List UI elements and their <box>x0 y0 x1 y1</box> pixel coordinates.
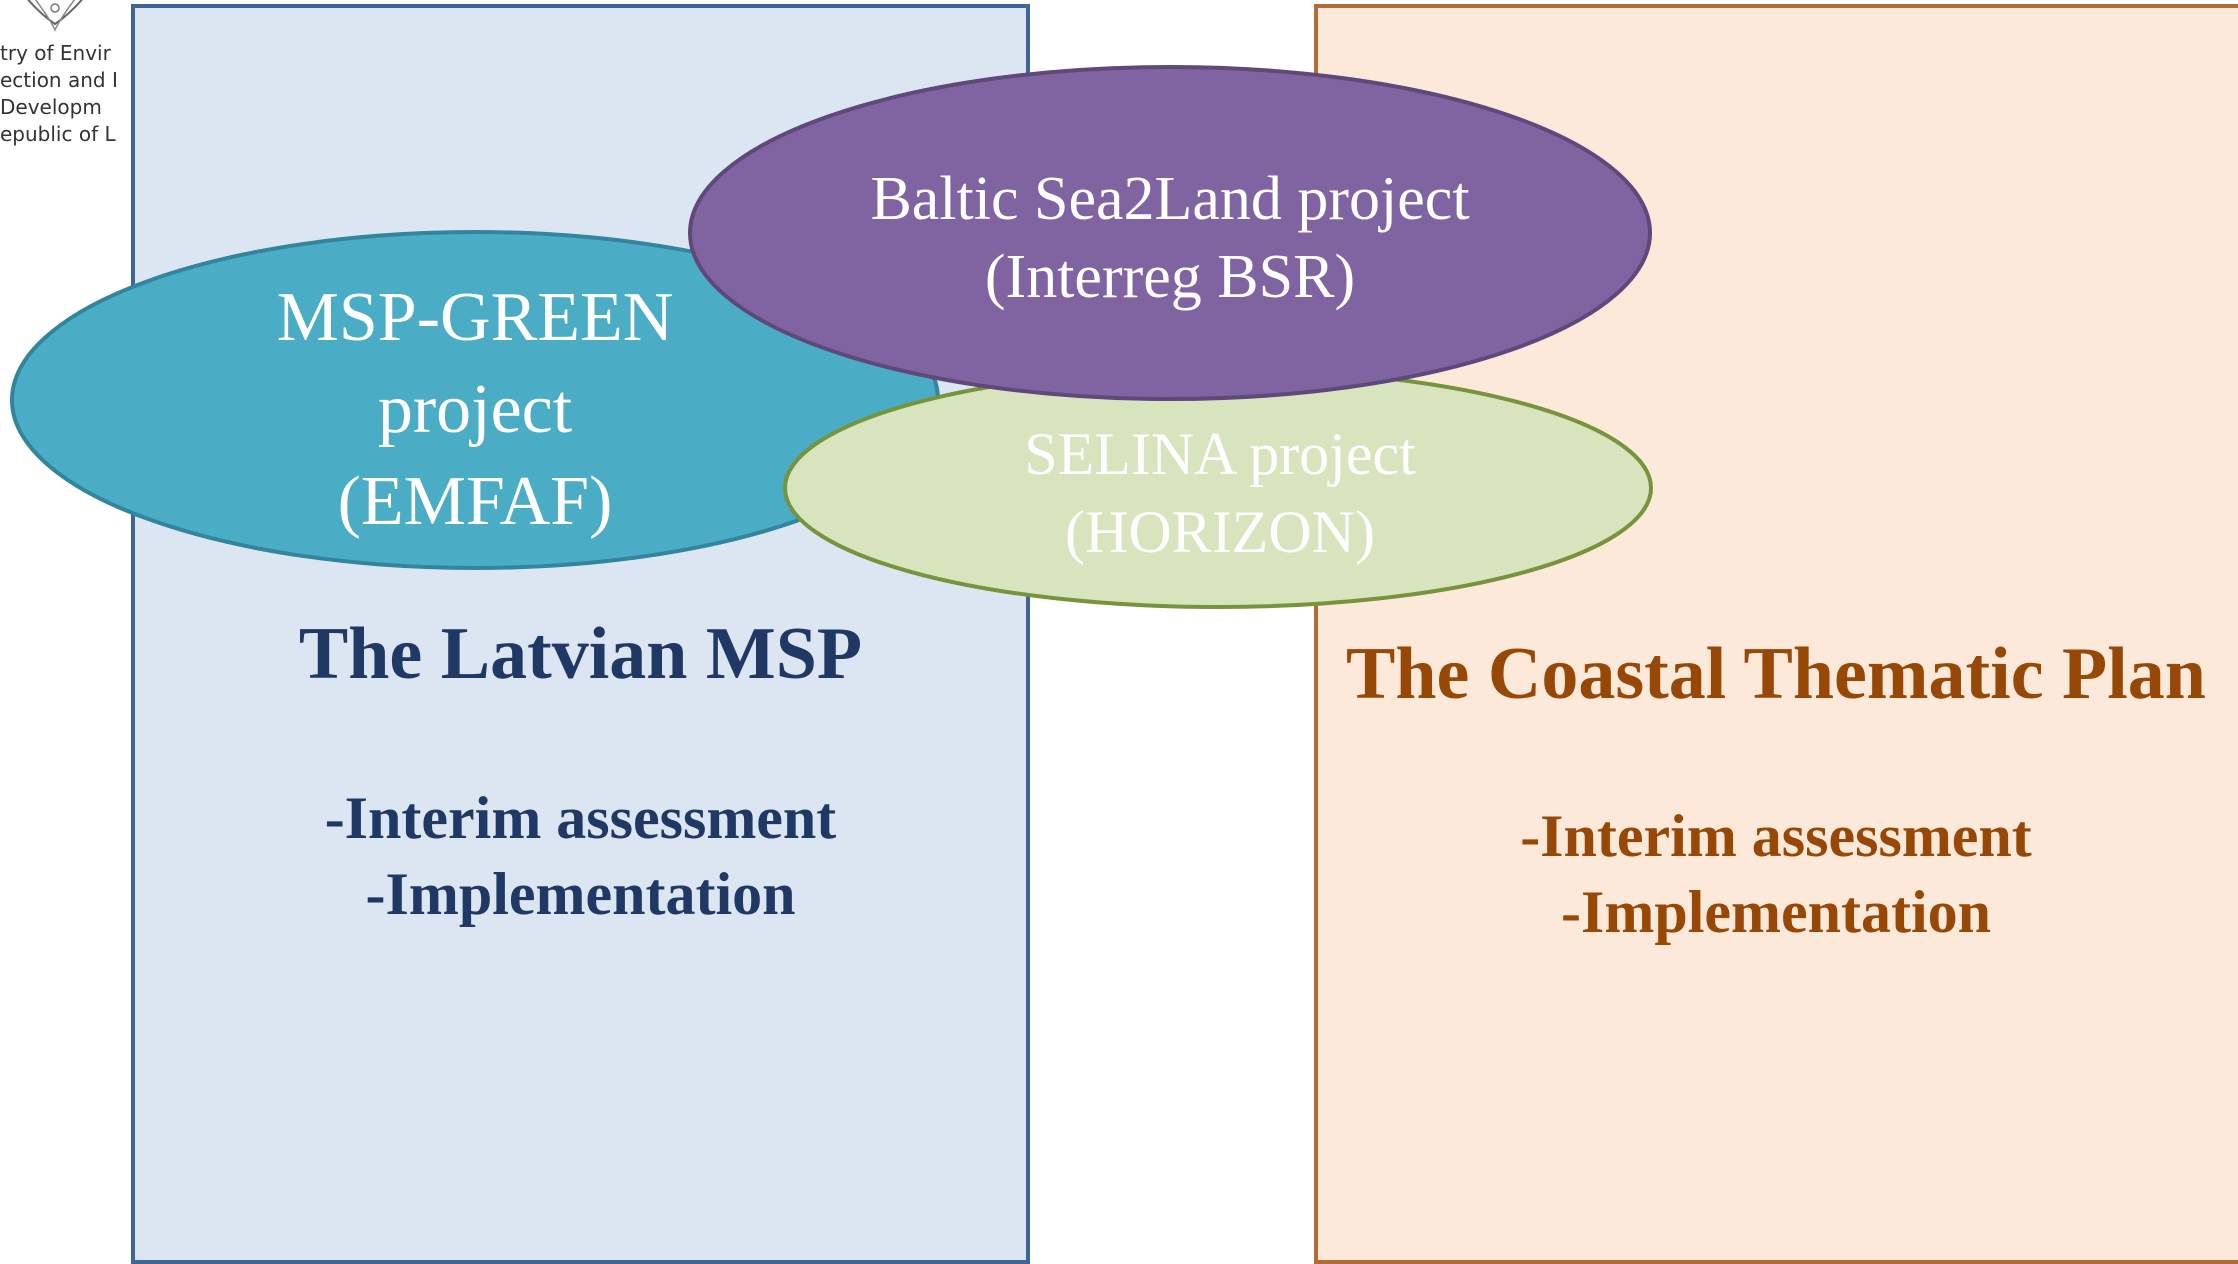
msp-green-line: MSP-GREEN <box>276 279 674 356</box>
baltic-sea2land-line: Baltic Sea2Land project <box>870 165 1470 233</box>
latvian-msp-title: The Latvian MSP <box>298 613 863 695</box>
baltic-sea2land-label: Baltic Sea2Land project (Interreg BSR) <box>720 160 1620 316</box>
latvian-msp-items: -Interim assessment -Implementation <box>131 780 1030 932</box>
logo-text: try of Envir ection and I Developm epubl… <box>0 40 130 160</box>
logo-line: ection and I <box>0 68 118 92</box>
latvian-msp-item: -Interim assessment <box>324 785 837 851</box>
baltic-sea2land-oval <box>688 65 1652 401</box>
msp-green-label: MSP-GREEN project (EMFAF) <box>210 272 740 548</box>
selina-label: SELINA project (HORIZON) <box>900 415 1540 571</box>
msp-green-line: project <box>377 371 573 448</box>
coastal-plan-items: -Interim assessment -Implementation <box>1314 798 2238 950</box>
selina-line: (HORIZON) <box>1065 499 1375 565</box>
logo-line: try of Envir <box>0 41 111 65</box>
coastal-plan-title: The Coastal Thematic Plan <box>1346 633 2206 715</box>
baltic-sea2land-line: (Interreg BSR) <box>984 243 1356 311</box>
msp-green-line: (EMFAF) <box>337 463 613 540</box>
selina-line: SELINA project <box>1024 421 1416 487</box>
coastal-plan-item: -Interim assessment <box>1520 803 2032 869</box>
latvian-msp-item: -Implementation <box>365 861 796 927</box>
logo-line: epublic of L <box>0 122 116 146</box>
coastal-plan-item: -Implementation <box>1561 879 1991 945</box>
logo-line: Developm <box>0 95 102 119</box>
coat-of-arms-icon <box>27 0 83 32</box>
